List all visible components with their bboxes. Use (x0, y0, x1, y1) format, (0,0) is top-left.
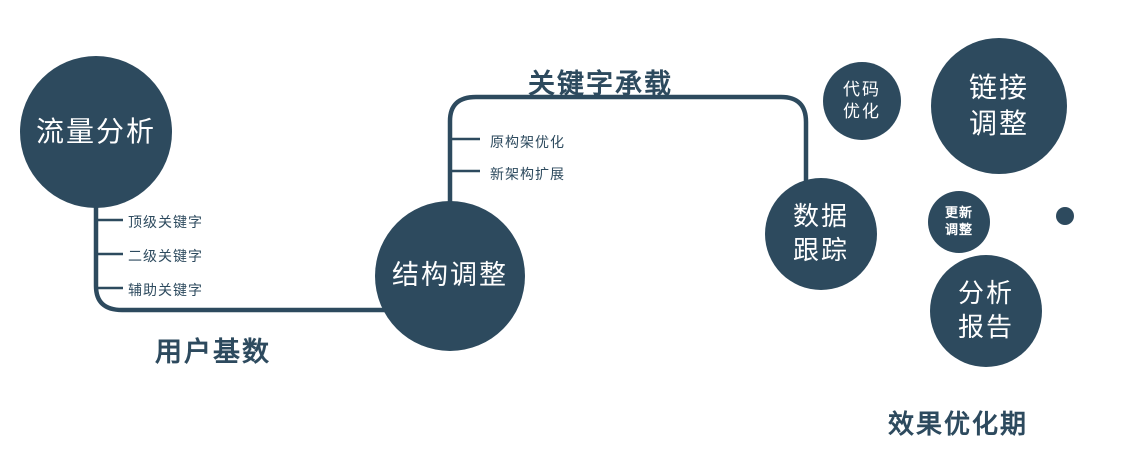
branch-label-auxiliary-keywords: 辅助关键字 (128, 282, 203, 298)
dot-marker (1056, 207, 1074, 225)
node-link-adjustment-line1: 链接 (968, 71, 1029, 103)
node-analysis-report-line2: 报告 (957, 312, 1014, 342)
branch-label-top-keywords: 顶级关键字 (128, 214, 203, 230)
node-traffic-analysis: 流量分析 (20, 56, 172, 208)
branch-label-original-architecture: 原构架优化 (490, 134, 565, 150)
edge-label-user-base: 用户基数 (155, 337, 271, 367)
node-update-adjustment-line2: 调整 (944, 222, 973, 237)
node-analysis-report: 分析 报告 (930, 255, 1042, 367)
node-code-optimization-line2: 优化 (843, 102, 881, 121)
node-data-tracking-line2: 跟踪 (792, 235, 849, 265)
node-link-adjustment-line2: 调整 (968, 108, 1029, 139)
node-link-adjustment: 链接 调整 (931, 38, 1067, 174)
branch-label-secondary-keywords: 二级关键字 (128, 248, 203, 264)
node-update-adjustment-line1: 更新 (944, 205, 973, 221)
connector-structure-to-tracking (447, 94, 809, 210)
node-data-tracking-line1: 数据 (792, 201, 849, 232)
node-analysis-report-line1: 分析 (957, 278, 1014, 309)
node-code-optimization: 代码 优化 (823, 62, 901, 140)
node-code-optimization-line1: 代码 (843, 79, 881, 99)
node-data-tracking: 数据 跟踪 (765, 178, 877, 290)
node-structure-adjustment-label: 结构调整 (392, 260, 508, 291)
edge-label-keyword-carrying: 关键字承载 (528, 69, 673, 99)
node-structure-adjustment: 结构调整 (375, 201, 525, 351)
node-update-adjustment: 更新 调整 (928, 191, 990, 253)
connector-traffic-to-structure (93, 195, 392, 313)
node-traffic-analysis-label: 流量分析 (35, 115, 156, 147)
stage-label-effect-optimization: 效果优化期 (888, 409, 1029, 439)
branch-label-new-architecture: 新架构扩展 (490, 166, 565, 182)
